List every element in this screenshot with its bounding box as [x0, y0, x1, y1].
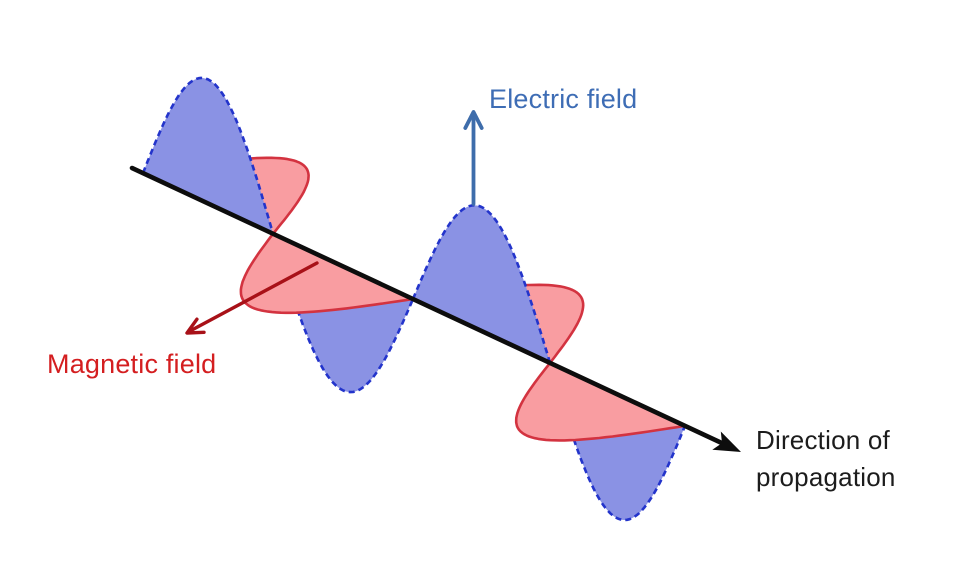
direction-label-line1: Direction of	[756, 425, 890, 455]
magnetic-field-lobe-2	[239, 232, 415, 315]
direction-label-line2: propagation	[756, 462, 896, 492]
magnetic-field-arrow	[188, 261, 319, 333]
magnetic-arrowhead-icon	[185, 317, 206, 335]
electric-field-lobe-1	[141, 76, 275, 236]
magnetic-field-lobe-4	[514, 361, 687, 442]
electric-field-label: Electric field	[489, 84, 638, 114]
electric-field-lobe-3	[411, 204, 552, 365]
magnetic-field-label: Magnetic field	[47, 349, 217, 379]
propagation-arrowhead-icon	[712, 431, 741, 452]
direction-of-propagation-label: Direction of propagation	[756, 422, 896, 496]
propagation-axis-line	[129, 165, 729, 448]
electric-arrowhead-icon	[463, 110, 484, 130]
